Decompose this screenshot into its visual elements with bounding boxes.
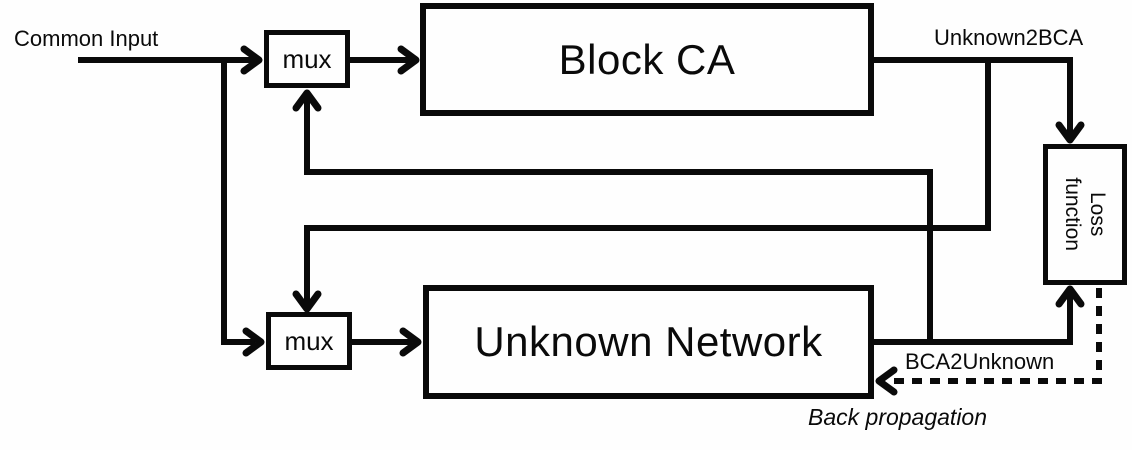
mux-bottom-box: mux <box>266 312 352 370</box>
block-ca-output-line <box>873 57 1073 134</box>
arrow-into-block-ca-icon <box>397 45 420 75</box>
loss-function-label: Loss function <box>1060 178 1110 252</box>
arrow-into-loss-top-icon <box>1055 121 1085 144</box>
bca2unknown-label: BCA2Unknown <box>905 349 1055 374</box>
mux-top-box: mux <box>264 30 350 88</box>
loss-function-box: Loss function <box>1043 144 1127 285</box>
unknown-network-box: Unknown Network <box>423 285 874 399</box>
mux-bottom-label: mux <box>284 325 334 356</box>
unknown-network-output-line <box>874 295 1073 345</box>
arrow-into-unknown-network-icon <box>399 327 422 357</box>
block-ca-label: Block CA <box>558 35 736 83</box>
arrow-into-mux-top-left-icon <box>240 45 263 75</box>
arrow-into-mux-bottom-left-icon <box>242 327 265 357</box>
unknown2bca-label: Unknown2BCA <box>934 25 1084 50</box>
mux-top-label: mux <box>282 43 332 74</box>
back-propagation-label: Back propagation <box>808 404 988 430</box>
block-ca-box: Block CA <box>420 3 874 116</box>
loss-function-label-line2: function <box>1061 177 1084 252</box>
common-input-label: Common Input <box>14 26 159 51</box>
unknown-network-to-mux-top-line <box>304 99 933 342</box>
arrow-backprop-into-unknown-network-icon <box>875 366 898 396</box>
back-propagation-dashed-line <box>886 288 1102 384</box>
arrow-into-mux-top-bottom-icon <box>292 89 322 112</box>
arrow-into-mux-bottom-top-icon <box>292 290 322 313</box>
arrow-into-loss-bottom-icon <box>1055 285 1085 308</box>
unknown-network-label: Unknown Network <box>474 318 823 365</box>
loss-function-label-line1: Loss <box>1086 192 1110 237</box>
common-input-branch-line <box>221 57 255 345</box>
block-ca-to-mux-bottom-line <box>304 60 991 303</box>
